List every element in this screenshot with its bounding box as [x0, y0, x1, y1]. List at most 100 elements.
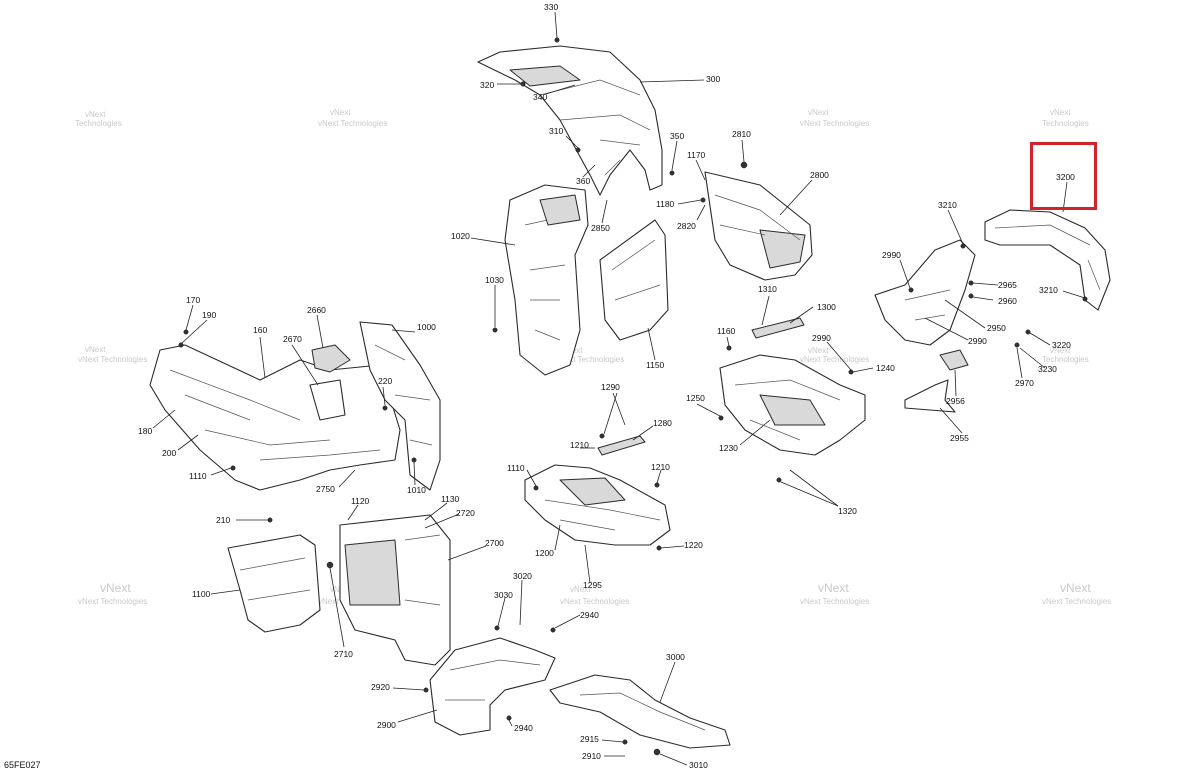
- callout-2950: 2950: [987, 323, 1006, 333]
- callout-1250: 1250: [686, 393, 705, 403]
- highlight-box: [1030, 142, 1097, 210]
- watermark: vNext Technologies: [78, 355, 147, 364]
- callouts: 330 300 320 340 310 350 360 1170 2810 28…: [138, 2, 1075, 770]
- part-2800-side-panel: [704, 171, 813, 281]
- part-2950-bracket: [874, 239, 976, 346]
- callout-360: 360: [576, 176, 590, 186]
- callout-3200: 3200: [1056, 172, 1075, 182]
- callout-2990: 2990: [968, 336, 987, 346]
- callout-2900: 2900: [377, 720, 396, 730]
- callout-2970: 2970: [1015, 378, 1034, 388]
- part-1000-panel: [359, 321, 441, 491]
- callout-1320: 1320: [838, 506, 857, 516]
- callout-2915: 2915: [580, 734, 599, 744]
- part-3200-cover: [984, 209, 1111, 311]
- watermark: vNext: [570, 585, 591, 594]
- watermark: vNext Technologies: [800, 119, 869, 128]
- part-160-side-cover: [149, 344, 401, 491]
- callout-160: 160: [253, 325, 267, 335]
- callout-170: 170: [186, 295, 200, 305]
- parts: [149, 45, 1111, 749]
- part-2956-tab: [939, 349, 969, 371]
- callout-2955: 2955: [950, 433, 969, 443]
- watermark: vNext Technologies: [1042, 597, 1111, 606]
- callout-1210: 1210: [651, 462, 670, 472]
- part-1020-side-panel: [504, 184, 589, 376]
- callout-1000: 1000: [417, 322, 436, 332]
- callout-2800: 2800: [810, 170, 829, 180]
- watermark: vNext: [808, 108, 829, 117]
- watermark: vNext: [1050, 346, 1071, 355]
- callout-1290: 1290: [601, 382, 620, 392]
- callout-2960: 2960: [998, 296, 1017, 306]
- part-300-upper-panel: [477, 45, 663, 196]
- callout-1020: 1020: [451, 231, 470, 241]
- watermark: Technologies: [1042, 119, 1089, 128]
- callout-2820: 2820: [677, 221, 696, 231]
- callout-2990: 2990: [812, 333, 831, 343]
- callout-1210: 1210: [570, 440, 589, 450]
- watermark: vNext: [818, 581, 849, 595]
- part-1280-strip: [597, 435, 646, 456]
- callout-3220: 3220: [1052, 340, 1071, 350]
- callout-2660: 2660: [307, 305, 326, 315]
- watermark: vNext Technologies: [560, 597, 629, 606]
- callout-1170: 1170: [687, 150, 706, 160]
- part-2900-fender: [429, 637, 556, 736]
- callout-3010: 3010: [689, 760, 708, 770]
- callout-220: 220: [378, 376, 392, 386]
- callout-2940: 2940: [514, 723, 533, 733]
- watermark: vNext Technologies: [78, 597, 147, 606]
- callout-3030: 3030: [494, 590, 513, 600]
- callout-2910: 2910: [582, 751, 601, 761]
- callout-1120: 1120: [351, 496, 370, 506]
- callout-2965: 2965: [998, 280, 1017, 290]
- callout-310: 310: [549, 126, 563, 136]
- watermark: vNext Technologies: [318, 119, 387, 128]
- watermark: vNext: [330, 108, 351, 117]
- watermark: vNext: [1060, 581, 1091, 595]
- callout-2810: 2810: [732, 129, 751, 139]
- callout-330: 330: [544, 2, 558, 12]
- callout-2956: 2956: [946, 396, 965, 406]
- leader-lines: [152, 11, 1086, 766]
- callout-350: 350: [670, 131, 684, 141]
- callout-2720: 2720: [456, 508, 475, 518]
- part-2670-bracket: [309, 379, 346, 421]
- part-1200-floor-panel: [524, 464, 671, 546]
- callout-200: 200: [162, 448, 176, 458]
- watermark: Technologies: [75, 119, 122, 128]
- watermark: vNext Technologies: [800, 355, 869, 364]
- callout-190: 190: [202, 310, 216, 320]
- callout-3210: 3210: [1039, 285, 1058, 295]
- callout-1295: 1295: [583, 580, 602, 590]
- callout-1010: 1010: [407, 485, 426, 495]
- callout-1030: 1030: [485, 275, 504, 285]
- callout-300: 300: [706, 74, 720, 84]
- callout-1150: 1150: [646, 360, 665, 370]
- callout-1220: 1220: [684, 540, 703, 550]
- part-2660-handle: [311, 344, 351, 373]
- callout-2670: 2670: [283, 334, 302, 344]
- callout-2710: 2710: [334, 649, 353, 659]
- callout-1240: 1240: [876, 363, 895, 373]
- callout-3210: 3210: [938, 200, 957, 210]
- part-340-vent: [509, 65, 581, 87]
- callout-1280: 1280: [653, 418, 672, 428]
- callout-210: 210: [216, 515, 230, 525]
- watermark: Technologies: [1042, 355, 1089, 364]
- watermark: vNext: [100, 581, 131, 595]
- callout-1160: 1160: [717, 326, 736, 336]
- callout-2940: 2940: [580, 610, 599, 620]
- watermark: vNext: [85, 345, 106, 354]
- callout-3000: 3000: [666, 652, 685, 662]
- callout-1180: 1180: [656, 199, 675, 209]
- callout-1230: 1230: [719, 443, 738, 453]
- callout-1130: 1130: [441, 494, 460, 504]
- callout-1200: 1200: [535, 548, 554, 558]
- callout-2700: 2700: [485, 538, 504, 548]
- callout-3020: 3020: [513, 571, 532, 581]
- watermark: vNext Technologies: [800, 597, 869, 606]
- callout-180: 180: [138, 426, 152, 436]
- part-2955-bracket: [904, 379, 956, 413]
